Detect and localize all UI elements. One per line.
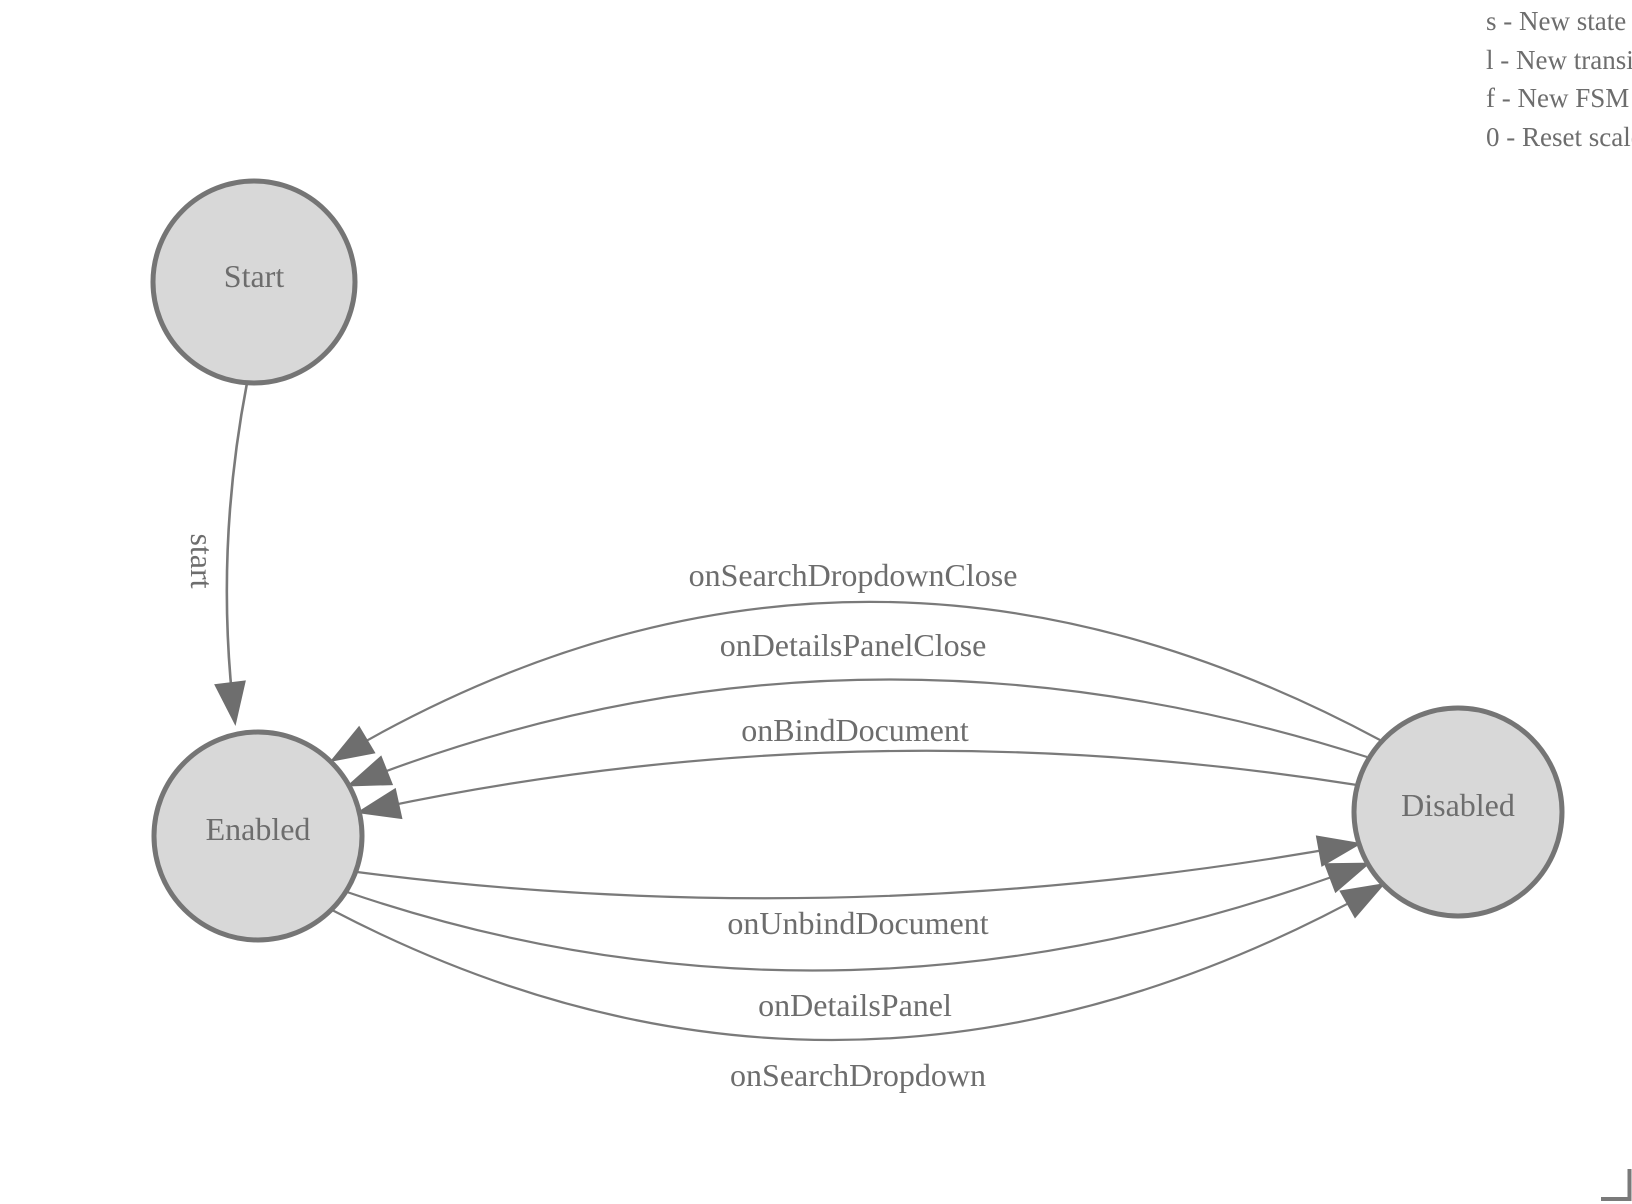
- transition-label-onSearchDropdown[interactable]: onSearchDropdown: [730, 1057, 986, 1093]
- transition-edge-onDetailsPanel[interactable]: [346, 862, 1371, 972]
- transition-edge-start[interactable]: [214, 382, 249, 726]
- transition-edge-onUnbindDocument[interactable]: [356, 835, 1362, 900]
- transition-label-onUnbindDocument[interactable]: onUnbindDocument: [727, 905, 988, 941]
- transition-label-onSearchDropdownClose[interactable]: onSearchDropdownClose: [689, 557, 1018, 593]
- canvas-corner: [1601, 1169, 1632, 1201]
- state-circle-start[interactable]: [150, 178, 358, 386]
- transition-labels: start onSearchDropdownClose onDetailsPan…: [184, 533, 1017, 1093]
- transition-edge-onBindDocument[interactable]: [356, 749, 1358, 820]
- state-circle-disabled[interactable]: [1351, 705, 1565, 919]
- state-label-disabled: Disabled: [1401, 787, 1515, 823]
- transition-edge-onDetailsPanelClose[interactable]: [346, 678, 1368, 787]
- transition-label-onDetailsPanel[interactable]: onDetailsPanel: [758, 987, 952, 1023]
- state-nodes: Start Enabled Disabled: [150, 178, 1565, 943]
- state-circle-enabled[interactable]: [151, 729, 365, 943]
- state-label-start: Start: [224, 258, 285, 294]
- state-label-enabled: Enabled: [206, 811, 311, 847]
- transition-label-onBindDocument[interactable]: onBindDocument: [741, 712, 969, 748]
- state-node-enabled[interactable]: Enabled: [151, 729, 365, 943]
- transition-label-onDetailsPanelClose[interactable]: onDetailsPanelClose: [720, 627, 987, 663]
- shortcut-legend: s - New state l - New transition f - New…: [1486, 2, 1632, 157]
- legend-line-new-state: s - New state: [1486, 6, 1627, 36]
- legend-line-reset-scale: 0 - Reset scale: [1486, 122, 1632, 153]
- transition-edge-onSearchDropdown[interactable]: [331, 883, 1386, 1042]
- transition-edge-onSearchDropdownClose[interactable]: [329, 600, 1381, 763]
- state-node-disabled[interactable]: Disabled: [1351, 705, 1565, 919]
- legend-line-new-fsm: f - New FSM: [1486, 83, 1630, 114]
- transition-edges: [214, 382, 1386, 1042]
- legend-line-new-transition: l - New transition: [1486, 44, 1632, 75]
- state-node-start[interactable]: Start: [150, 178, 358, 386]
- transition-label-start[interactable]: start: [184, 533, 220, 588]
